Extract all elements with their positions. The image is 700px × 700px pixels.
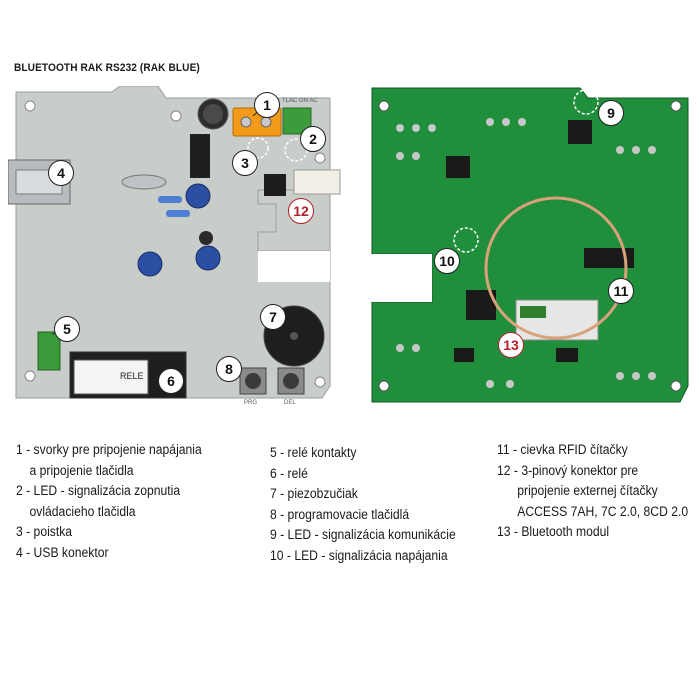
ic-chip bbox=[568, 120, 592, 144]
callout-1: 1 bbox=[254, 92, 280, 118]
capacitor-blue bbox=[185, 183, 211, 209]
ic-chip bbox=[556, 348, 578, 362]
page-title: BLUETOOTH RAK RS232 (RAK BLUE) bbox=[14, 62, 200, 74]
mounting-hole bbox=[170, 110, 182, 122]
callout-8: 8 bbox=[216, 356, 242, 382]
rfid-coil bbox=[484, 196, 628, 340]
callout-9: 9 bbox=[598, 100, 624, 126]
legend-item: 6 - relé bbox=[270, 465, 308, 481]
relay-contacts bbox=[37, 331, 61, 371]
legend-item: 13 - Bluetooth modul bbox=[497, 524, 610, 539]
legend-item: 11 - cievka RFID čítačky bbox=[497, 442, 628, 457]
crystal bbox=[121, 174, 167, 190]
legend-column-2: 5 - relé kontakty 6 - relé 7 - piezobzuč… bbox=[270, 443, 456, 566]
legend-item: 5 - relé kontakty bbox=[270, 445, 357, 460]
top-silkscreen: TLAC GN AC bbox=[282, 98, 318, 104]
callout-7: 7 bbox=[260, 304, 286, 330]
callout-10: 10 bbox=[434, 248, 460, 274]
mounting-hole bbox=[378, 380, 390, 392]
legend-item: 4 - USB konektor bbox=[16, 544, 109, 560]
callout-11: 11 bbox=[608, 278, 634, 304]
capacitor-blue bbox=[137, 251, 163, 277]
legend-item-cont: ovládacieho tlačidla bbox=[29, 503, 136, 519]
prg-silkscreen: PRG bbox=[244, 400, 257, 406]
relay-label: RELE bbox=[120, 371, 144, 381]
mounting-hole bbox=[24, 370, 36, 382]
legend-item: 2 - LED - signalizácia zopnutia bbox=[16, 483, 181, 498]
mounting-hole bbox=[670, 100, 682, 112]
regulator bbox=[190, 134, 210, 178]
pcb-top-drawing: RELE PRG DEL TLAC GN AC bbox=[7, 85, 341, 406]
pcb-bottom-view: 9 10 11 13 bbox=[370, 86, 692, 406]
pcb-outline-green bbox=[371, 87, 689, 403]
resistor bbox=[166, 210, 190, 217]
mounting-hole bbox=[314, 152, 326, 164]
mounting-hole bbox=[670, 380, 682, 392]
legend-item: 12 - 3-pinový konektor pre bbox=[497, 462, 639, 478]
legend-item: 1 - svorky pre pripojenie napájania bbox=[16, 442, 202, 457]
ic-chip bbox=[454, 348, 474, 362]
legend-item-cont: ACCESS 7AH, 7C 2.0, 8CD 2.0 bbox=[517, 503, 689, 519]
resistor bbox=[158, 196, 182, 203]
capacitor-blue bbox=[195, 245, 221, 271]
relay-label-plate bbox=[73, 359, 149, 395]
legend-column-3: 11 - cievka RFID čítačky 12 - 3-pinový k… bbox=[497, 440, 688, 543]
callout-6: 6 bbox=[158, 368, 184, 394]
callout-13: 13 bbox=[498, 332, 524, 358]
connector-3pin bbox=[293, 169, 341, 195]
ic-chip bbox=[446, 156, 470, 178]
mounting-hole bbox=[24, 100, 36, 112]
legend-item-cont: pripojenie externej čítačky bbox=[517, 483, 658, 498]
callout-12: 12 bbox=[288, 198, 314, 224]
callout-5: 5 bbox=[54, 316, 80, 342]
power-led-marker bbox=[453, 227, 479, 253]
ic-chip bbox=[584, 248, 634, 268]
mounting-hole bbox=[378, 100, 390, 112]
pcb-bottom-drawing bbox=[371, 87, 689, 403]
callout-3: 3 bbox=[232, 150, 258, 176]
pcb-top-view: RELE PRG DEL TLAC GN AC 1 2 3 4 5 6 7 8 … bbox=[7, 85, 343, 406]
legend-item: 9 - LED - signalizácia komunikácie bbox=[270, 527, 456, 542]
transistor bbox=[199, 231, 213, 245]
comm-led-marker bbox=[573, 89, 599, 115]
legend-item: 3 - poistka bbox=[16, 524, 73, 539]
fuse-marker bbox=[247, 137, 269, 159]
mounting-hole bbox=[314, 376, 326, 388]
ic-chip bbox=[264, 174, 286, 196]
legend-item: 10 - LED - signalizácia napájania bbox=[270, 547, 448, 563]
callout-2: 2 bbox=[300, 126, 326, 152]
legend-item: 8 - programovacie tlačidlá bbox=[270, 506, 410, 522]
legend-column-1: 1 - svorky pre pripojenie napájania a pr… bbox=[16, 440, 202, 563]
del-silkscreen: DEL bbox=[284, 400, 296, 406]
legend-item-cont: a pripojenie tlačidla bbox=[29, 462, 134, 478]
legend-item: 7 - piezobzučiak bbox=[270, 486, 358, 501]
callout-4: 4 bbox=[48, 160, 74, 186]
